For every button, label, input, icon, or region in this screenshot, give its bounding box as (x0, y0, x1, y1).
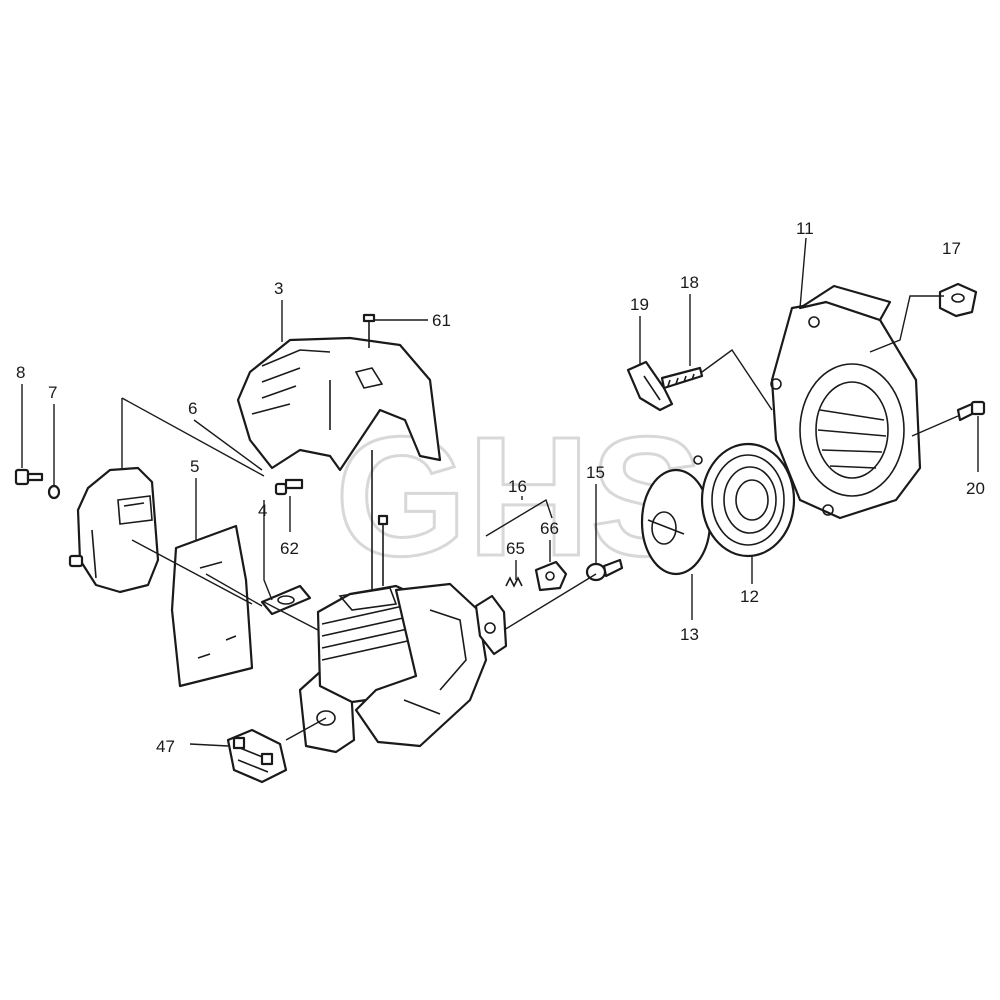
callout-20: 20 (966, 479, 985, 498)
callout-15: 15 (586, 463, 605, 482)
watermark: GHS (335, 402, 703, 592)
callout-12: 12 (740, 587, 759, 606)
part-62-screw (274, 478, 304, 496)
part-3-engine-cover (236, 336, 442, 472)
part-17-grommet (938, 282, 978, 318)
callout-11: 11 (796, 219, 814, 238)
leader-lines (21, 237, 979, 747)
part-20-screw (956, 400, 986, 422)
part-12-recoil-spring (693, 442, 796, 558)
callout-6: 6 (188, 399, 197, 418)
callout-47: 47 (156, 737, 175, 756)
part-6-muffler (68, 466, 160, 594)
callout-13: 13 (680, 625, 699, 644)
callout-4: 4 (258, 501, 267, 520)
part-13-pulley (640, 468, 712, 576)
part-19-handle (626, 360, 674, 412)
part-5-plate (170, 524, 254, 688)
callout-7: 7 (48, 383, 57, 402)
part-66-pawl (534, 560, 568, 592)
part-11-starter-housing (770, 284, 922, 520)
callouts: 8 7 6 5 4 3 61 62 47 16 65 66 15 13 12 1… (16, 219, 985, 756)
callout-19: 19 (630, 295, 649, 314)
callout-61: 61 (432, 311, 451, 330)
callout-62: 62 (280, 539, 299, 558)
callout-66: 66 (540, 519, 559, 538)
part-4-gasket (260, 584, 312, 616)
callout-5: 5 (190, 457, 199, 476)
engine-block (298, 450, 488, 754)
part-8-bolt (14, 468, 44, 486)
callout-16: 16 (508, 477, 527, 496)
part-47-clutch (226, 728, 288, 784)
callout-65: 65 (506, 539, 525, 558)
part-7-washer (47, 484, 61, 500)
callout-3: 3 (274, 279, 283, 298)
part-61-screw (362, 313, 376, 348)
part-65-spring (505, 576, 523, 588)
part-18-rope (660, 366, 704, 390)
callout-8: 8 (16, 363, 25, 382)
callout-18: 18 (680, 273, 699, 292)
callout-17: 17 (942, 239, 961, 258)
part-16-ignition-module (474, 594, 508, 656)
